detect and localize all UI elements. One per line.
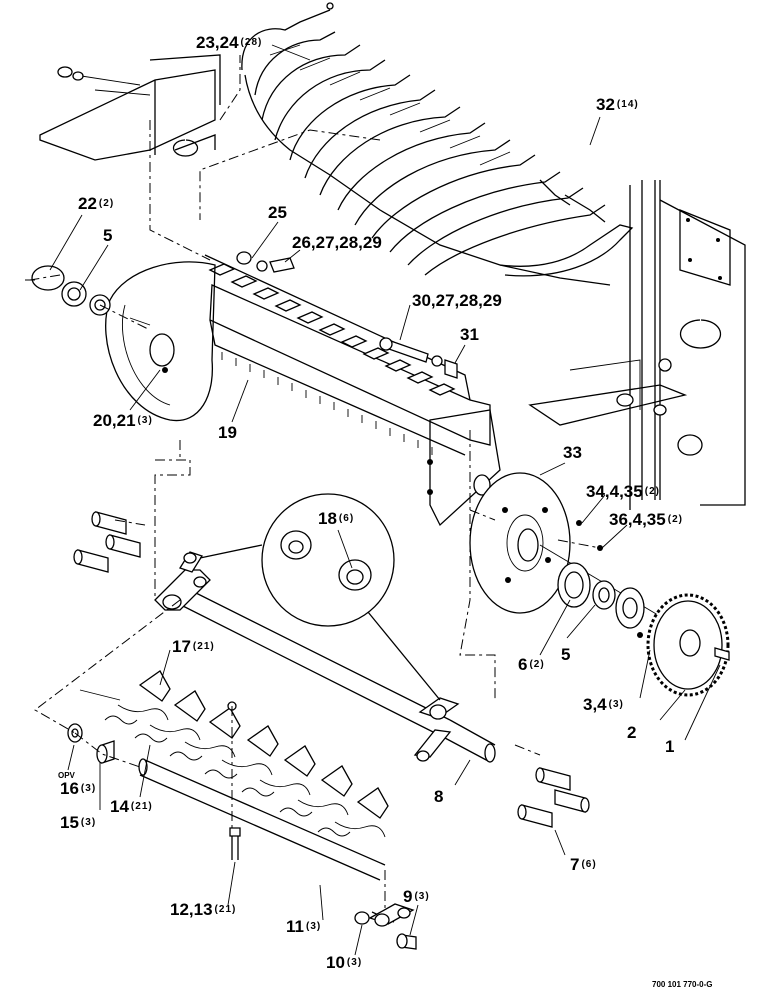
leader-lines [49, 44, 721, 956]
right-drive-plate [469, 472, 701, 641]
pins-right [517, 767, 590, 828]
pins-left [73, 511, 141, 573]
callout-10: 10(3) [326, 953, 362, 972]
finger-shaft [354, 903, 417, 950]
callout-1: 1 [665, 737, 674, 756]
callout-18: 18(6) [318, 509, 354, 528]
callout-23-24: 23,24(28) [196, 33, 262, 52]
callout-33: 33 [563, 443, 582, 462]
callout-30-27-28-29: 30,27,28,29 [412, 291, 502, 310]
bolt-12-13 [229, 827, 241, 860]
callout-25: 25 [268, 203, 287, 222]
callout-16: 16(3) [60, 779, 96, 798]
spacer-15 [96, 740, 115, 764]
left-frame-bracket [39, 54, 221, 161]
bearing-assembly-right [557, 520, 645, 638]
sprocket [646, 593, 730, 697]
callout-14: 14(21) [110, 797, 153, 816]
callout-20-21: 20,21(3) [93, 411, 153, 430]
callout-3-4: 3,4(3) [583, 695, 624, 714]
detail-magnifier [199, 493, 441, 701]
callout-15: 15(3) [60, 813, 96, 832]
stripper-shaft [154, 551, 496, 763]
callout-26-27-28-29: 26,27,28,29 [292, 233, 382, 252]
callout-8: 8 [434, 787, 443, 806]
callout-5-right: 5 [561, 645, 570, 664]
callout-31: 31 [460, 325, 479, 344]
callout-5-left: 5 [103, 226, 112, 245]
drawing-number: 700 101 770-0-G [652, 980, 713, 989]
callout-12-13: 12,13(21) [170, 900, 236, 919]
callout-9: 9(3) [403, 887, 430, 906]
callout-22: 22(2) [78, 194, 114, 213]
bolt-25-26 [236, 251, 295, 273]
callout-2: 2 [627, 723, 636, 742]
stripper-fingers [79, 670, 389, 881]
stripper-bands [241, 2, 634, 286]
assembly-dashed-lines [29, 55, 601, 910]
left-drive-plate [25, 261, 216, 422]
callout-17: 17(21) [172, 637, 215, 656]
callout-19: 19 [218, 423, 237, 442]
callout-36-4-35: 36,4,35(2) [609, 510, 683, 529]
stripper-angle [204, 254, 501, 527]
opv-note: OPV [58, 771, 76, 780]
callout-34-4-35: 34,4,35(2) [586, 482, 660, 501]
callout-6: 6(2) [518, 655, 545, 674]
callout-11: 11(3) [286, 917, 321, 936]
right-frame-bracket [528, 180, 746, 510]
bolt-30-31 [379, 337, 458, 379]
callout-32: 32(14) [596, 95, 639, 114]
callout-labels: 23,24(28) 32(14) 22(2) 5 25 26,27,28,29 … [58, 33, 713, 989]
callout-7: 7(6) [570, 855, 597, 874]
